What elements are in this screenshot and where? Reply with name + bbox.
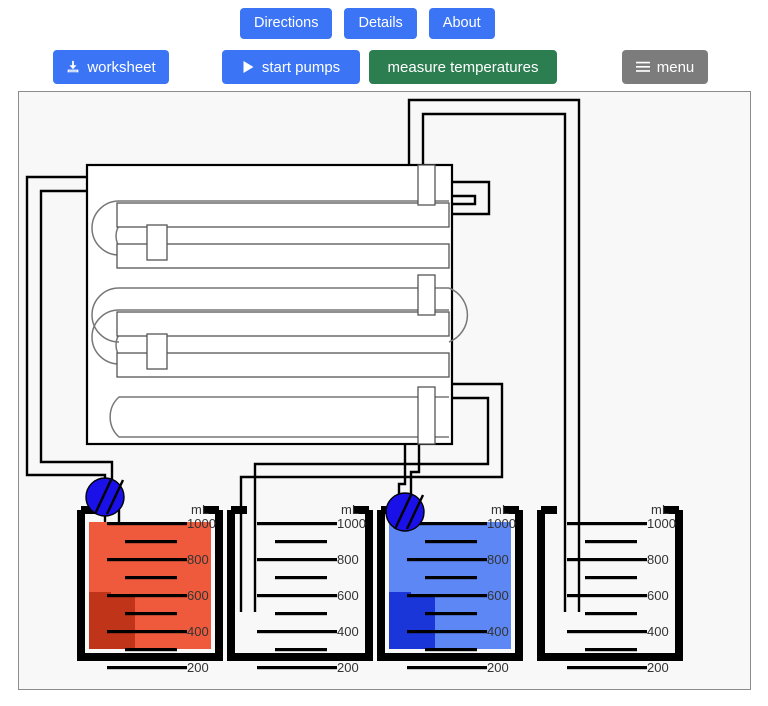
- svg-text:800: 800: [187, 552, 209, 567]
- details-button[interactable]: Details: [344, 8, 417, 39]
- pipe-cold-down-inner: [409, 444, 421, 496]
- hot-inlet-beaker[interactable]: mL 1000 800 600 400 200: [77, 502, 223, 675]
- start-pumps-button[interactable]: start pumps: [222, 50, 360, 84]
- start-pumps-button-label: start pumps: [261, 58, 341, 76]
- simulation-canvas[interactable]: mL 1000 800 600 400 200 mL 1000 8: [18, 91, 751, 690]
- measure-temperatures-button[interactable]: measure temperatures: [369, 50, 557, 84]
- pipe-outlet-middle-outer: [239, 382, 504, 612]
- svg-text:400: 400: [337, 624, 359, 639]
- menu-button-label: menu: [656, 58, 695, 76]
- svg-text:1000: 1000: [187, 516, 216, 531]
- download-icon: [66, 60, 80, 74]
- svg-text:200: 200: [337, 660, 359, 675]
- hot-pump[interactable]: [85, 477, 125, 517]
- svg-text:200: 200: [187, 660, 209, 675]
- measure-temperatures-button-label: measure temperatures: [387, 58, 539, 76]
- pipe-cold-down-outer: [397, 444, 407, 496]
- toolbar-top-row: Directions Details About: [0, 8, 768, 39]
- beaker-unit-label: mL: [191, 502, 209, 517]
- svg-text:400: 400: [187, 624, 209, 639]
- svg-text:600: 600: [187, 588, 209, 603]
- svg-text:mL: mL: [651, 502, 669, 517]
- svg-text:800: 800: [487, 552, 509, 567]
- svg-text:1000: 1000: [647, 516, 676, 531]
- directions-button[interactable]: Directions: [240, 8, 333, 39]
- pipe-hot-return-inner: [39, 189, 143, 496]
- worksheet-button[interactable]: worksheet: [53, 50, 169, 84]
- menu-button[interactable]: menu: [622, 50, 708, 84]
- svg-text:1000: 1000: [487, 516, 516, 531]
- pipe-cold-supply-outer: [407, 98, 581, 612]
- svg-text:600: 600: [647, 588, 669, 603]
- play-icon: [242, 60, 255, 74]
- svg-text:1000: 1000: [337, 516, 366, 531]
- worksheet-button-label: worksheet: [87, 58, 156, 76]
- hamburger-icon: [635, 61, 650, 73]
- tube-passes: [116, 202, 450, 378]
- svg-text:200: 200: [647, 660, 669, 675]
- pipe-stub-right-upper-outer: [452, 180, 491, 216]
- pipe-cold-supply-inner: [421, 112, 567, 612]
- svg-text:mL: mL: [341, 502, 359, 517]
- svg-text:400: 400: [647, 624, 669, 639]
- pipe-outlet-middle-inner: [253, 396, 490, 612]
- baffles: [146, 164, 436, 445]
- about-button[interactable]: About: [428, 8, 495, 39]
- hot-outlet-beaker[interactable]: mL 1000 800 600 400 200: [227, 502, 373, 675]
- svg-text:600: 600: [337, 588, 359, 603]
- pipe-stub-right-upper-inner: [452, 194, 477, 206]
- cold-pump[interactable]: [385, 492, 425, 532]
- about-button-label: About: [442, 15, 481, 32]
- heat-exchanger-diagram: mL 1000 800 600 400 200 mL 1000 8: [25, 98, 683, 675]
- svg-text:600: 600: [487, 588, 509, 603]
- svg-text:200: 200: [487, 660, 509, 675]
- cold-inlet-beaker[interactable]: mL 1000 800 600 400 200: [377, 502, 523, 675]
- details-button-label: Details: [358, 15, 403, 32]
- directions-button-label: Directions: [254, 15, 319, 32]
- cold-outlet-beaker[interactable]: mL 1000 800 600 400 200: [537, 502, 683, 675]
- svg-text:800: 800: [647, 552, 669, 567]
- svg-text:800: 800: [337, 552, 359, 567]
- svg-text:400: 400: [487, 624, 509, 639]
- svg-text:mL: mL: [491, 502, 509, 517]
